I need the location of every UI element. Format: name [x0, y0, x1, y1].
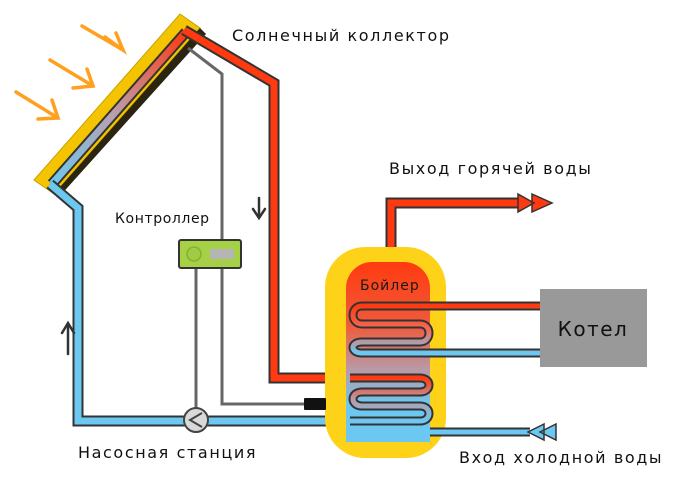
hot-water-out-label: Выход горячей воды	[389, 159, 593, 178]
controller-display-icon	[210, 249, 234, 259]
temperature-sensor-icon	[304, 398, 326, 410]
arrow-diagonal-icon	[14, 90, 61, 121]
arrow-down-icon	[251, 196, 267, 221]
pump-icon	[183, 407, 209, 433]
controller-label: Контроллер	[115, 211, 210, 227]
pump-station-label: Насосная станция	[78, 443, 257, 462]
kotel-label: Котел	[558, 317, 629, 341]
kotel-box: Котел	[540, 289, 647, 367]
cold-water-arrow-icon	[526, 422, 557, 442]
controller	[178, 239, 242, 269]
cold-water-in-pipe	[430, 422, 557, 442]
controller-wiring	[187, 46, 304, 412]
hot-water-out-pipe	[385, 192, 554, 262]
collector-label: Солнечный коллектор	[232, 26, 451, 45]
upper-coil	[348, 301, 540, 358]
cold-return-pipe	[46, 179, 350, 427]
cold-water-in-label: Вход холодной воды	[459, 448, 663, 467]
arrow-diagonal-icon	[80, 24, 127, 56]
hot-water-arrow-icon	[517, 192, 554, 214]
boiler-label: Бойлер	[360, 278, 420, 294]
solar-collector	[33, 13, 206, 198]
arrow-up-icon	[60, 320, 76, 356]
arrow-diagonal-icon	[48, 58, 96, 90]
sun-rays	[14, 24, 127, 121]
hot-supply-pipe	[181, 25, 350, 384]
controller-dial-icon	[186, 246, 202, 262]
lower-coil	[348, 373, 434, 426]
